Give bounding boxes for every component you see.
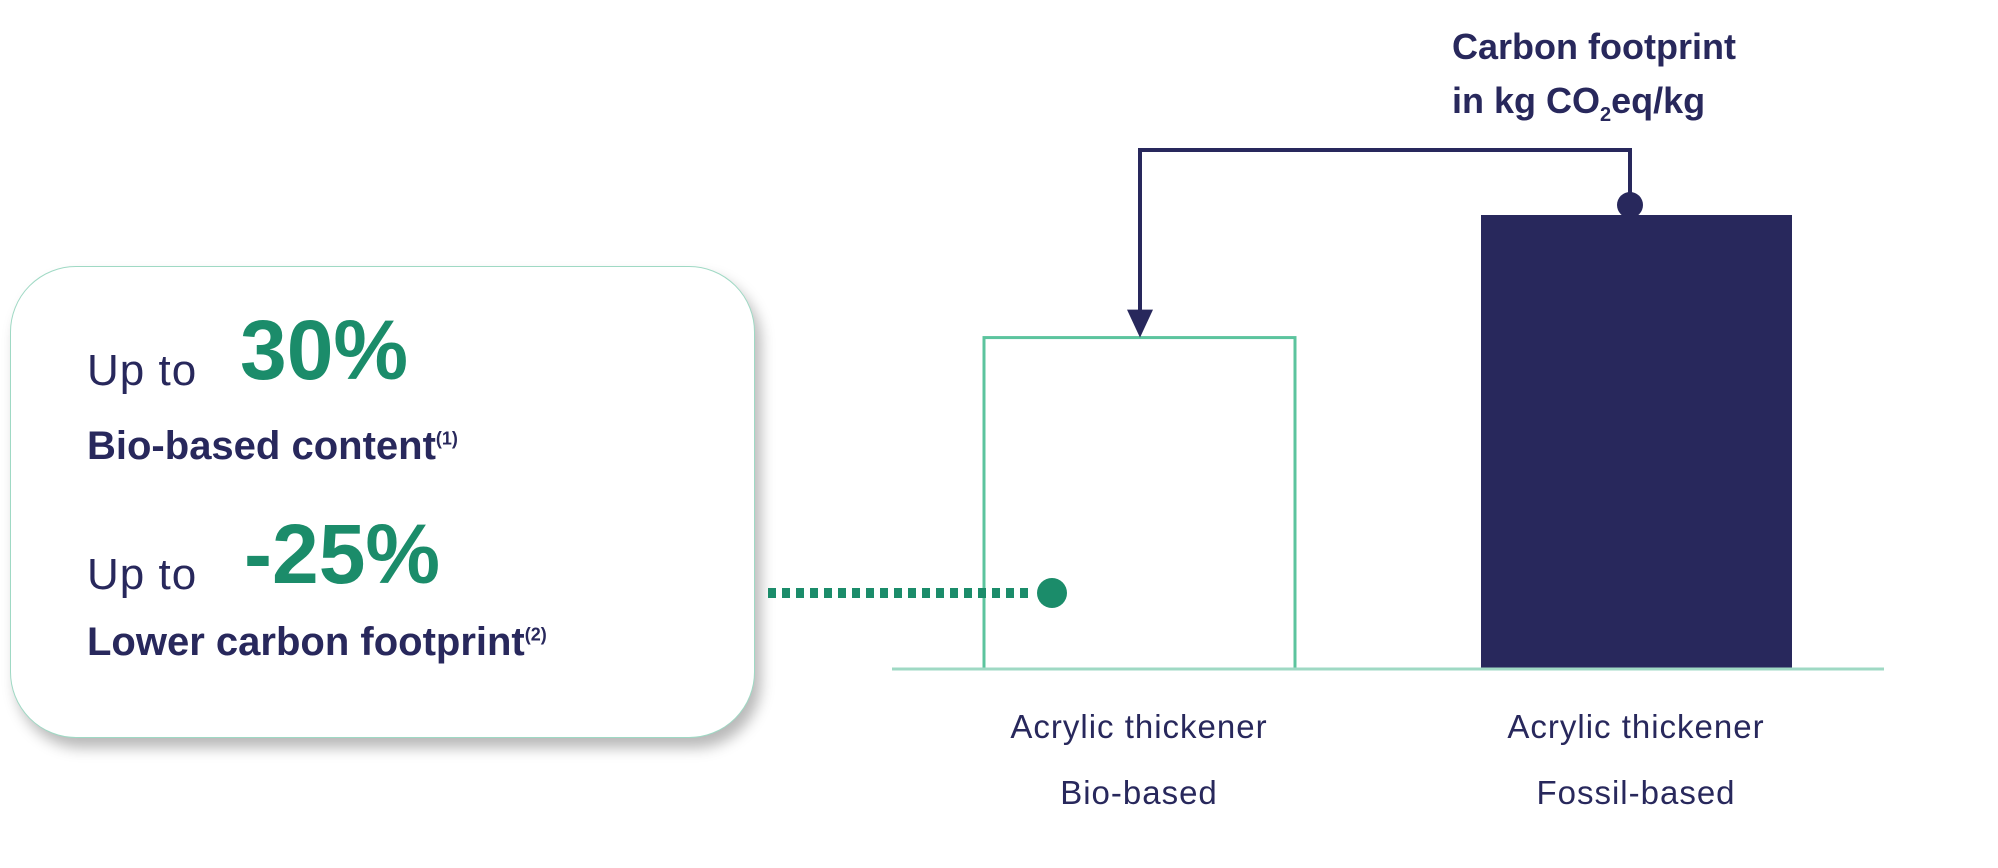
stat1-footnote: (1) bbox=[435, 428, 458, 449]
bar-fossil-based bbox=[1481, 215, 1792, 669]
x-label-bio: Acrylic thickener Bio-based bbox=[969, 694, 1309, 826]
x-label-bio-line2: Bio-based bbox=[1060, 774, 1218, 811]
x-label-fossil-line2: Fossil-based bbox=[1536, 774, 1736, 811]
arrow-down-icon bbox=[1127, 309, 1153, 338]
comparison-connector bbox=[1138, 148, 1632, 318]
chart-title: Carbon footprint in kg CO2eq/kg bbox=[1452, 20, 1736, 142]
bar-bio-based bbox=[982, 336, 1297, 671]
title-unit-b: eq/kg bbox=[1611, 80, 1706, 121]
stat2-label-text: Lower carbon footprint bbox=[87, 620, 525, 664]
stat1-label: Bio-based content(1) bbox=[87, 424, 458, 469]
stats-card bbox=[10, 266, 755, 738]
chart-title-line1: Carbon footprint bbox=[1452, 26, 1736, 67]
connector-dot bbox=[1617, 192, 1643, 218]
stat2-footnote: (2) bbox=[524, 624, 547, 645]
x-label-bio-line1: Acrylic thickener bbox=[1010, 708, 1268, 745]
stat1-label-text: Bio-based content bbox=[87, 424, 436, 468]
title-unit-a: in kg CO bbox=[1452, 80, 1601, 121]
stat2-prefix: Up to bbox=[87, 550, 198, 599]
stat2-value: -25% bbox=[244, 507, 441, 601]
leader-dot bbox=[1037, 578, 1067, 608]
title-unit-sub: 2 bbox=[1600, 104, 1612, 127]
x-label-fossil: Acrylic thickener Fossil-based bbox=[1466, 694, 1806, 826]
x-label-fossil-line1: Acrylic thickener bbox=[1507, 708, 1765, 745]
stat2-label: Lower carbon footprint(2) bbox=[87, 620, 547, 665]
stat1-value: 30% bbox=[240, 303, 409, 397]
chart-title-line2: in kg CO2eq/kg bbox=[1452, 74, 1736, 142]
stat1-prefix: Up to bbox=[87, 346, 198, 395]
